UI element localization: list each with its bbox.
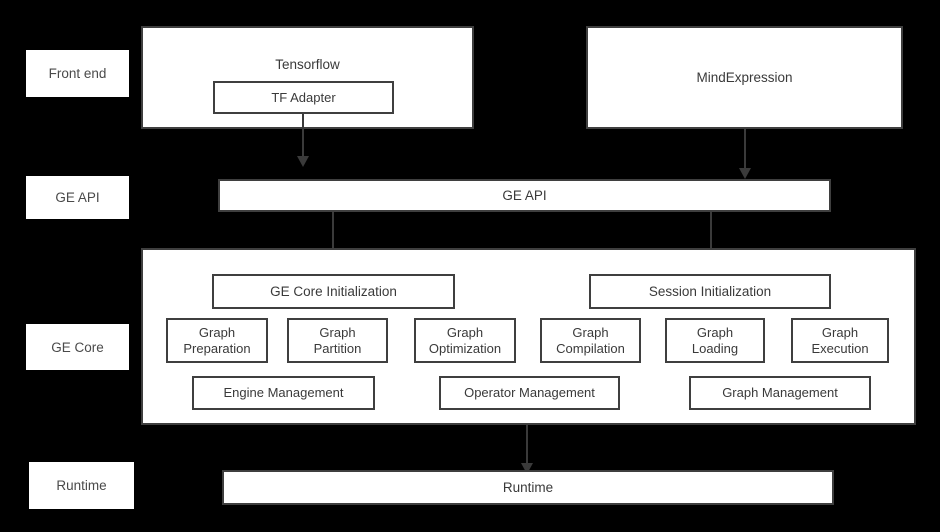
module-graph-compilation-line2: Compilation bbox=[556, 340, 625, 356]
connector-ge-core-to-runtime-arrow bbox=[521, 463, 533, 474]
management-graph[interactable]: Graph Management bbox=[689, 376, 871, 410]
module-graph-preparation-line2: Preparation bbox=[183, 340, 251, 356]
module-graph-partition[interactable]: Graph Partition bbox=[287, 318, 388, 363]
tf-adapter-label: TF Adapter bbox=[271, 89, 336, 105]
module-graph-execution-line1: Graph bbox=[821, 325, 859, 341]
management-engine[interactable]: Engine Management bbox=[192, 376, 375, 410]
module-graph-partition-line1: Graph bbox=[319, 325, 356, 341]
mindexpression-box[interactable]: MindExpression bbox=[586, 26, 903, 129]
connector-mindexpression-to-ge-api-arrow bbox=[739, 168, 751, 179]
ge-api-bar[interactable]: GE API bbox=[218, 179, 831, 212]
module-graph-preparation-line1: Graph bbox=[198, 325, 236, 341]
session-initialization-box[interactable]: Session Initialization bbox=[589, 274, 831, 309]
lane-label-runtime: Runtime bbox=[29, 462, 134, 509]
ge-api-bar-label: GE API bbox=[502, 187, 547, 203]
module-graph-preparation[interactable]: Graph Preparation bbox=[166, 318, 268, 363]
tf-adapter-box[interactable]: TF Adapter bbox=[213, 81, 394, 114]
lane-label-front-end: Front end bbox=[26, 50, 129, 97]
module-graph-compilation[interactable]: Graph Compilation bbox=[540, 318, 641, 363]
lane-label-ge-core-text: GE Core bbox=[51, 339, 104, 355]
lane-label-ge-core: GE Core bbox=[26, 324, 129, 370]
module-graph-optimization-line1: Graph bbox=[446, 325, 484, 341]
module-graph-partition-line2: Partition bbox=[313, 340, 362, 356]
lane-label-runtime-text: Runtime bbox=[56, 478, 107, 493]
module-graph-loading-line2: Loading bbox=[691, 340, 739, 356]
lane-label-ge-api: GE API bbox=[26, 176, 129, 219]
management-operator[interactable]: Operator Management bbox=[439, 376, 620, 410]
management-engine-label: Engine Management bbox=[223, 385, 344, 401]
connector-ge-core-to-runtime-line bbox=[526, 425, 528, 465]
ge-core-initialization-label: GE Core Initialization bbox=[270, 283, 397, 299]
lane-label-ge-api-text: GE API bbox=[55, 190, 100, 205]
module-graph-optimization-line2: Optimization bbox=[428, 340, 502, 356]
connector-tf-adapter-to-ge-api-arrow bbox=[297, 156, 309, 167]
session-initialization-label: Session Initialization bbox=[648, 283, 772, 299]
lane-label-front-end-text: Front end bbox=[48, 66, 107, 81]
module-graph-loading-line1: Graph bbox=[696, 325, 734, 341]
tensorflow-label: Tensorflow bbox=[275, 57, 340, 72]
runtime-bar-label: Runtime bbox=[502, 479, 554, 495]
module-graph-execution-line2: Execution bbox=[811, 340, 869, 356]
connector-tf-adapter-to-ge-api-line bbox=[302, 114, 304, 158]
connector-ge-api-to-session-init-line bbox=[710, 212, 712, 262]
runtime-bar[interactable]: Runtime bbox=[222, 470, 834, 505]
management-operator-label: Operator Management bbox=[464, 385, 595, 401]
ge-core-initialization-box[interactable]: GE Core Initialization bbox=[212, 274, 455, 309]
module-graph-loading[interactable]: Graph Loading bbox=[665, 318, 765, 363]
connector-mindexpression-to-ge-api-line bbox=[744, 129, 746, 170]
management-graph-label: Graph Management bbox=[722, 385, 838, 401]
module-graph-compilation-line1: Graph bbox=[572, 325, 609, 341]
connector-ge-api-to-core-init-line bbox=[332, 212, 334, 262]
module-graph-optimization[interactable]: Graph Optimization bbox=[414, 318, 516, 363]
mindexpression-label: MindExpression bbox=[696, 69, 793, 85]
module-graph-execution[interactable]: Graph Execution bbox=[791, 318, 889, 363]
